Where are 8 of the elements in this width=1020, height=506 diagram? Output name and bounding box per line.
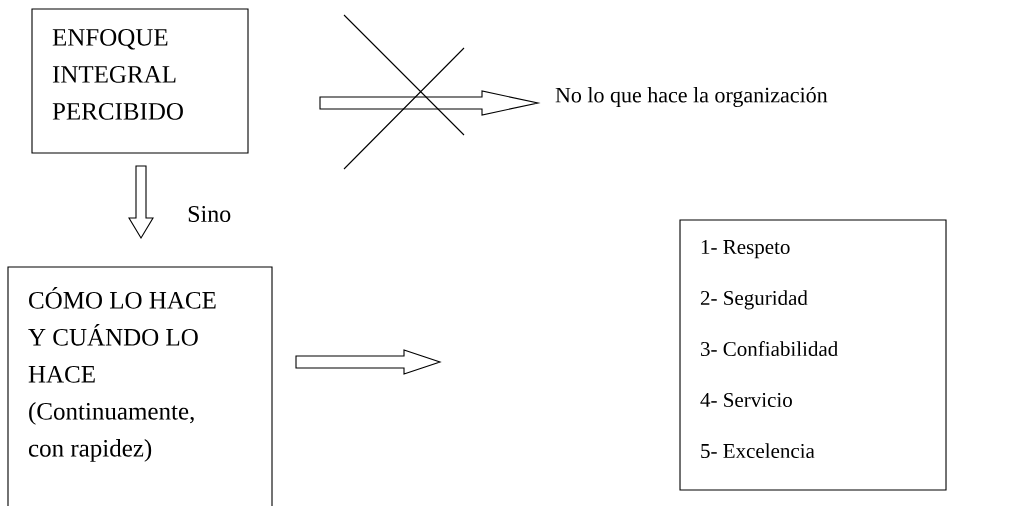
block-arrow bbox=[319, 90, 541, 116]
concept-box: CÓMO LO HACE Y CUÁNDO LO HACE (Continuamente, con rapidez) bbox=[7, 266, 273, 506]
edge-label: Sino bbox=[185, 203, 234, 225]
block-arrow bbox=[295, 349, 442, 375]
concept-box: ENFOQUE INTEGRAL PERCIBIDO bbox=[31, 8, 249, 154]
values-list-box: 1- Respeto 2- Seguridad 3- Confiabilidad 4- Servicio 5- Excelencia bbox=[679, 219, 947, 491]
note-text: No lo que hace la organización bbox=[555, 87, 828, 108]
block-arrow bbox=[128, 165, 154, 240]
